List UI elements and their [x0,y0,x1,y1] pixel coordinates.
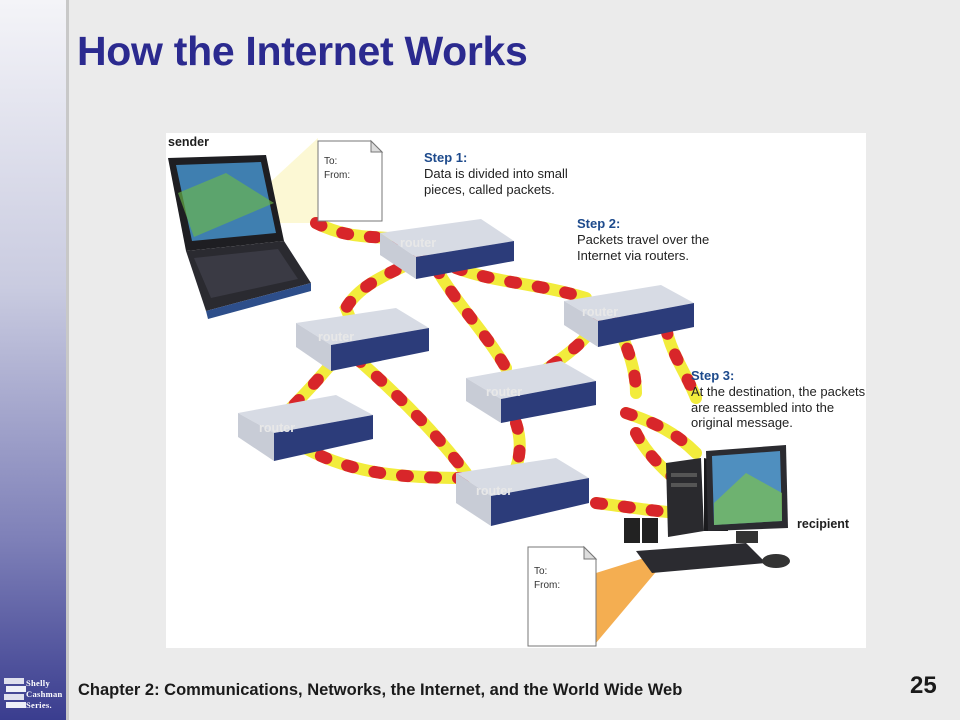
router-icon [456,458,589,526]
page-number: 25 [910,672,937,699]
step-3-text: At the destination, the packets are reas… [691,384,866,430]
router-label: router [259,421,296,435]
laptop-icon [168,155,311,319]
internet-diagram: sender recipient To: From: To: From: rou… [166,133,866,648]
slide-footer: Chapter 2: Communications, Networks, the… [78,681,683,699]
step-3-title: Step 3: [691,368,735,383]
router-icon [238,395,373,461]
router-icon [296,308,429,371]
sender-label: sender [168,135,209,149]
router-label: router [400,236,437,250]
logo-line: Shelly [26,678,51,688]
network-illustration [168,138,790,647]
logo-line: Series. [26,700,52,710]
recipient-label: recipient [797,517,850,531]
sidebar [0,0,69,720]
doc-from-label: From: [534,580,561,591]
sender-document-icon [317,139,384,222]
step-2-text: Packets travel over the Internet via rou… [577,232,710,263]
doc-to-label: To: [324,156,338,167]
desktop-computer-icon [624,445,790,573]
logo-line: Cashman [26,689,63,699]
step-1-text: Data is divided into small pieces, calle… [424,166,568,197]
router-icon [380,219,514,279]
router-icon [466,361,596,423]
router-icon [564,285,694,347]
router-label: router [582,305,619,319]
doc-from-label: From: [324,170,351,181]
slide-title: How the Internet Works [77,28,528,74]
book-stack-icon [4,678,26,708]
publisher-logo: Shelly Cashman Series. [26,678,66,711]
router-label: router [476,484,513,498]
recipient-document-icon [527,545,598,647]
step-2-title: Step 2: [577,216,621,231]
step-1-title: Step 1: [424,150,468,165]
router-label: router [486,385,523,399]
router-label: router [318,330,355,344]
doc-to-label: To: [534,566,548,577]
